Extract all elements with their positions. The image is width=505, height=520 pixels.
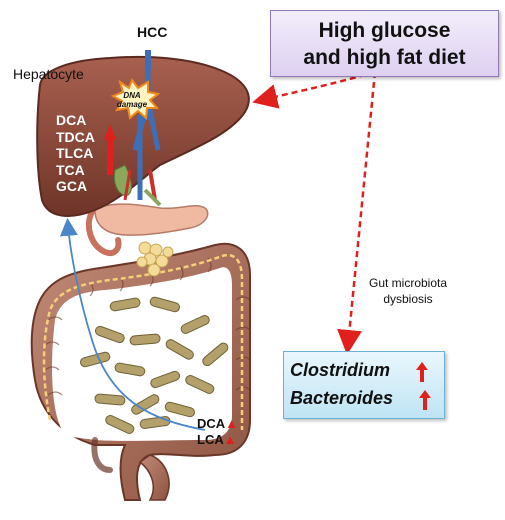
bile-acid-recirculation-arrow [59,217,206,431]
up-arrow-icon: ▲ [223,432,237,447]
diet-to-bacteria-arrow [337,71,377,355]
bacteria-increase-box: Clostridium Bacteroides [283,351,445,419]
colon-bile-acid-item: DCA [197,416,226,431]
bile-acid-item: TLCA [56,145,94,161]
high-glucose-high-fat-diet-box: High glucose and high fat diet [270,10,499,77]
up-arrow-icon [419,390,431,410]
up-arrow-icon: ▲ [225,416,239,431]
bile-acid-item: DCA [56,112,87,128]
pancreas [85,203,209,277]
colon-bile-acid-item: LCA [197,432,224,447]
bacteroides-label: Bacteroides [290,388,394,408]
dna-damage-burst-icon [110,77,161,121]
up-arrow-icon [416,362,428,382]
bile-acid-item: GCA [56,178,88,194]
hcc-label: HCC [137,24,168,40]
hepatocyte-label: Hepatocyte [13,66,84,82]
bacteria-rods [79,296,229,434]
colon-bile-acid-list: DCA▲ LCA▲ [197,416,238,448]
gut-microbiota-dysbiosis-label: Gut microbiota dysbiosis [368,276,448,306]
clostridium-label: Clostridium [290,360,391,380]
dna-damage-label: DNA damage [116,91,148,109]
bile-acid-item: TDCA [56,128,95,145]
up-arrow-icon [104,124,116,175]
liver-bile-acid-list: DCA TDCA TLCA TCA GCA [56,112,95,195]
bile-acid-item: TCA [56,161,85,178]
